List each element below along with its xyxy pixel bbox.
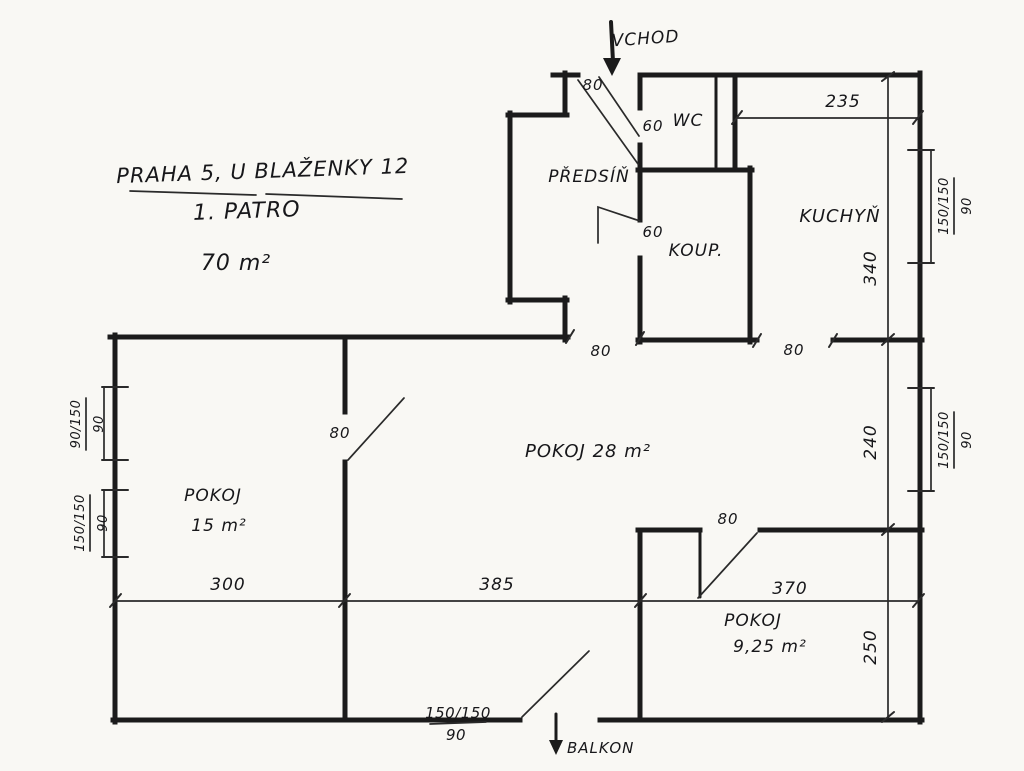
door-swing: [347, 397, 405, 461]
dim-hall-living-door: 80: [590, 342, 611, 360]
arrow-head-icon: [549, 740, 563, 755]
window-size: 150/150: [937, 411, 952, 469]
window-size: 150/150: [73, 494, 88, 552]
window-size: 150/150: [425, 704, 491, 722]
dim-tick: [565, 329, 575, 344]
label-balcony: BALKON: [567, 739, 634, 757]
dim-tick: [881, 523, 895, 536]
dim-wc-door: 60: [642, 117, 663, 135]
entrance-arrow: [603, 20, 621, 76]
window-label-right-living: 150/150 90: [937, 411, 975, 469]
window-size: 150/150: [937, 177, 952, 235]
door-swing: [598, 76, 640, 137]
fraction-bar: [429, 721, 487, 725]
dim-tick: [881, 711, 895, 723]
door-swings-group: [347, 76, 758, 718]
underline: [265, 193, 403, 200]
dim-room-left-door: 80: [329, 424, 350, 442]
label-room-small-area: 9,25 m²: [733, 637, 807, 657]
dim-tick: [828, 333, 838, 348]
dim-kitchen-width: 235: [825, 92, 860, 112]
label-room-left-name: POKOJ: [184, 486, 242, 506]
door-swing: [697, 532, 758, 599]
dim-room-left-width: 300: [210, 575, 245, 595]
dim-room-small-door: 80: [717, 510, 738, 528]
dim-tick: [634, 593, 647, 608]
window-label-balcony: 150/150 90: [425, 704, 491, 744]
dim-tick: [881, 333, 895, 346]
label-wc: WC: [673, 111, 704, 131]
dim-kitchen-door: 80: [783, 341, 804, 359]
label-bathroom: KOUP.: [669, 241, 724, 261]
dim-tick: [635, 331, 645, 346]
dim-tick: [109, 593, 122, 608]
dim-room-small-height: 250: [861, 629, 881, 664]
label-kitchen: KUCHYŇ: [799, 205, 880, 227]
labels-group: PRAHA 5, U BLAŽENKY 12 1. PATRO 70 m² VC…: [116, 27, 881, 757]
window-sill: 90: [92, 415, 107, 433]
arrow-shaft: [609, 20, 615, 64]
underline: [129, 190, 257, 196]
dim-tick: [338, 593, 351, 608]
dim-living-width: 385: [479, 575, 514, 595]
balcony-arrow: [549, 712, 563, 755]
dimension-lines-group: [101, 71, 935, 725]
dim-tick: [881, 71, 895, 82]
window-sill: 90: [96, 514, 111, 532]
dim-bath-door: 60: [642, 223, 663, 241]
dim-tick: [752, 333, 762, 348]
window-label-right-kitchen: 150/150 90: [937, 177, 975, 235]
window-sill: 90: [960, 197, 975, 215]
label-living-room: POKOJ 28 m²: [525, 441, 651, 462]
window-size: 90/150: [69, 400, 84, 449]
window-label-left-bottom: 150/150 90: [73, 494, 111, 552]
title-floor: 1. PATRO: [193, 197, 301, 226]
door-swing: [597, 205, 641, 244]
dim-kitchen-height: 340: [861, 250, 881, 285]
title-address: PRAHA 5, U BLAŽENKY 12: [116, 153, 410, 188]
walls-group: [107, 70, 925, 725]
label-hall: PŘEDSÍŇ: [548, 165, 629, 187]
door-swing: [521, 650, 590, 718]
label-room-left-area: 15 m²: [191, 516, 246, 536]
dim-tick: [912, 110, 924, 125]
title-total-area: 70 m²: [201, 251, 271, 276]
dim-room-small-width: 370: [772, 579, 807, 599]
dim-tick: [912, 593, 925, 608]
label-entrance: VCHOD: [611, 27, 680, 52]
dim-living-height: 240: [861, 424, 881, 459]
window-sill: 90: [960, 431, 975, 449]
arrow-head-icon: [603, 58, 621, 76]
window-label-left-top: 90/150 90: [69, 397, 107, 451]
dim-entry-door: 80: [582, 76, 603, 94]
label-room-small-name: POKOJ: [724, 611, 782, 631]
dim-tick: [731, 110, 743, 125]
door-swing: [577, 79, 639, 165]
window-sill: 90: [446, 726, 466, 744]
